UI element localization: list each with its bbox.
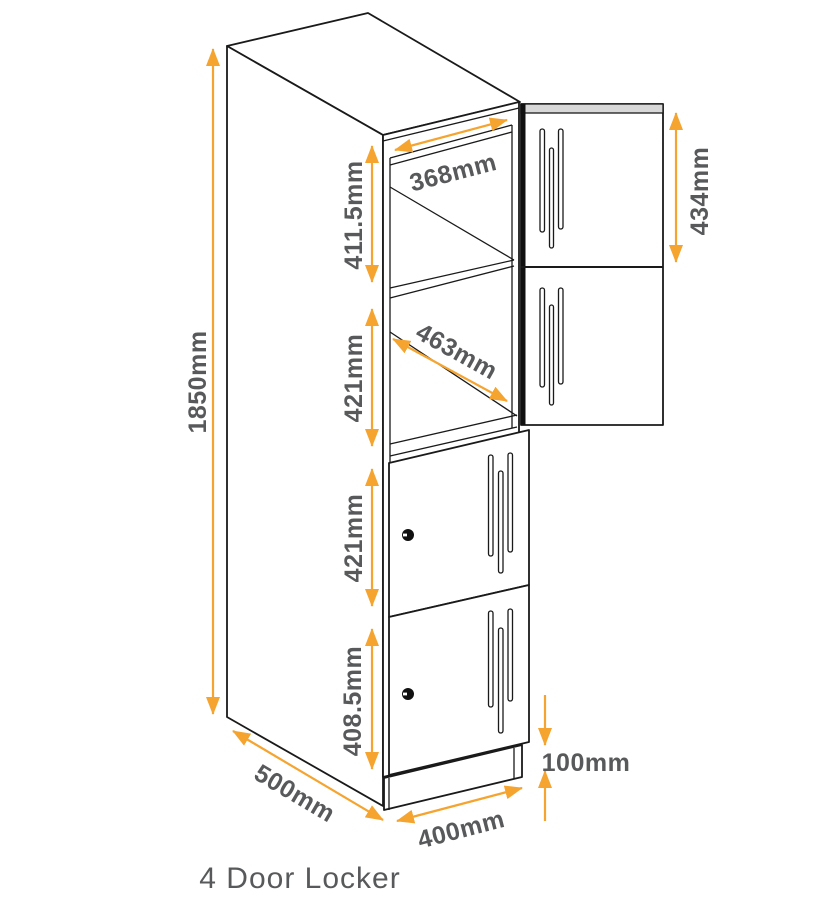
panel-left-edge (520, 104, 526, 425)
dim-top-opening-height: 411.5mm (340, 145, 379, 283)
dim-middle-opening-height: 421mm (340, 308, 379, 447)
dim-plinth-height: 100mm (538, 695, 631, 821)
detached-doors-panel (520, 103, 664, 426)
door-3 (388, 429, 530, 618)
dim-label-overall-height: 1850mm (184, 330, 212, 433)
dim-overall-height: 1850mm (184, 48, 220, 715)
dim-label-middle-opening-height: 421mm (340, 334, 368, 423)
door-2-vent-slots (539, 287, 564, 406)
dim-detached-doors-height: 434mm (669, 112, 714, 263)
dim-label-top-opening-height: 411.5mm (340, 160, 368, 269)
page-title: 4 Door Locker (199, 862, 401, 895)
door-4 (388, 584, 530, 776)
locker-cabinet (226, 12, 530, 811)
door-1-vent-slots (539, 128, 564, 249)
dim-label-detached-doors-height: 434mm (686, 147, 714, 236)
door-4-vent-slots (487, 608, 514, 734)
panel-top-strip (520, 103, 664, 114)
dim-third-door-height: 421mm (340, 468, 379, 607)
dim-label-plinth-height: 100mm (542, 749, 631, 777)
dim-label-third-door-height: 421mm (340, 494, 368, 583)
door-4-lock-icon (402, 688, 414, 700)
shelf-1-edge (389, 186, 515, 261)
door-3-vent-slots (487, 452, 514, 574)
dim-label-bottom-door-height: 408.5mm (339, 646, 367, 757)
door-3-lock-icon (402, 529, 414, 541)
